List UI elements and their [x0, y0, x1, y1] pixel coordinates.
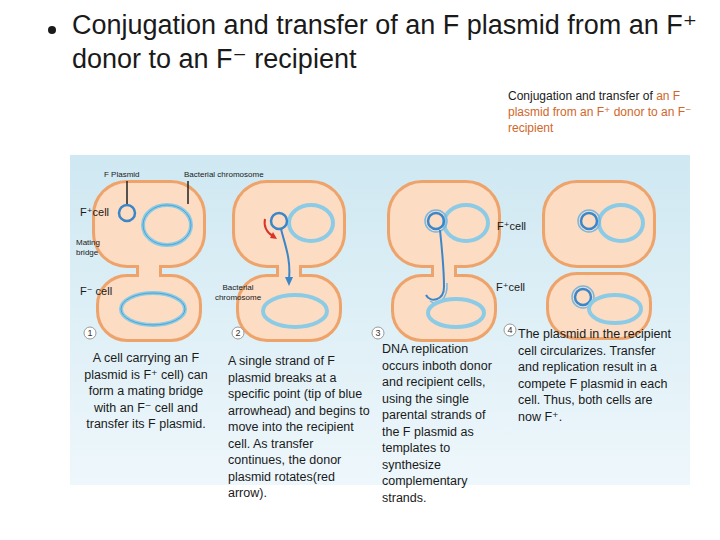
cell-label: F⁺cell [497, 220, 526, 233]
chromosome [121, 293, 185, 325]
stage-four [545, 183, 653, 337]
circle-shape [372, 327, 384, 339]
chromosome [599, 205, 643, 241]
chromosome [143, 205, 191, 245]
cell-label: F⁻ cell [80, 285, 112, 298]
stage-two [235, 183, 343, 339]
strand-arrowhead [285, 277, 293, 286]
rotation-arrow [265, 219, 273, 236]
cell-wall [545, 183, 653, 337]
step-description: The plasmid in the recipient cell circul… [518, 326, 678, 425]
cell-wall [95, 183, 203, 339]
step-number-circle: 3 [371, 326, 385, 340]
cell-label: F⁺cell [496, 281, 525, 294]
leader-line [187, 181, 189, 204]
subtitle-text: Conjugation and transfer of [508, 89, 653, 103]
bullet-dot [48, 26, 56, 34]
plasmid [428, 213, 444, 229]
plasmid [119, 205, 135, 221]
part-label: Bacterial chromosome [184, 170, 264, 180]
chromosome [444, 205, 488, 241]
leader-line [126, 181, 128, 204]
figure-panel [70, 155, 690, 485]
step-description: A cell carrying an F plasmid is F⁺ cell)… [78, 350, 214, 433]
plasmid [575, 289, 591, 305]
circle-shape [504, 324, 516, 336]
circle-shape [232, 327, 244, 339]
chromosome [589, 295, 641, 323]
rotation-arrowhead [270, 232, 277, 239]
step-description: A single strand of F plasmid breaks at a… [228, 353, 370, 502]
chromosome [263, 295, 327, 327]
stage-three [390, 183, 498, 339]
step-number-circle: 4 [503, 323, 517, 337]
chromosome [121, 293, 185, 325]
part-label: F Plasmid [104, 170, 140, 180]
stage-one [95, 183, 203, 339]
step-number-circle: 1 [83, 326, 97, 340]
step-number: 3 [371, 326, 385, 340]
cell-cytoplasm [390, 183, 498, 339]
cell-label: F⁺cell [80, 206, 109, 219]
cell-cytoplasm [235, 183, 343, 339]
new-strand [425, 210, 447, 232]
step-number: 2 [231, 326, 245, 340]
step-number: 4 [503, 323, 517, 337]
cell-wall [390, 183, 498, 339]
part-label: Bacterial chromosome [210, 283, 266, 303]
plasmid [581, 213, 597, 229]
step-number: 1 [83, 326, 97, 340]
chromosome [428, 299, 484, 327]
dna-strand [426, 230, 444, 300]
cell-cytoplasm [95, 183, 203, 339]
subtitle-block: Conjugation and transfer ofan F plasmid … [508, 88, 713, 136]
dna-strand [281, 229, 289, 279]
chromosome [289, 205, 333, 241]
part-label: Mating bridge [76, 238, 108, 258]
cell-wall [235, 183, 343, 339]
cell-cytoplasm [545, 183, 653, 337]
slide-title: Conjugation and transfer of an F plasmid… [72, 8, 700, 76]
chromosome [143, 205, 191, 245]
step-number-circle: 2 [231, 326, 245, 340]
plasmid [578, 210, 600, 232]
plasmid [271, 213, 287, 229]
circle-shape [84, 327, 96, 339]
step-description: DNA replication occurs inboth donor and … [382, 341, 504, 506]
